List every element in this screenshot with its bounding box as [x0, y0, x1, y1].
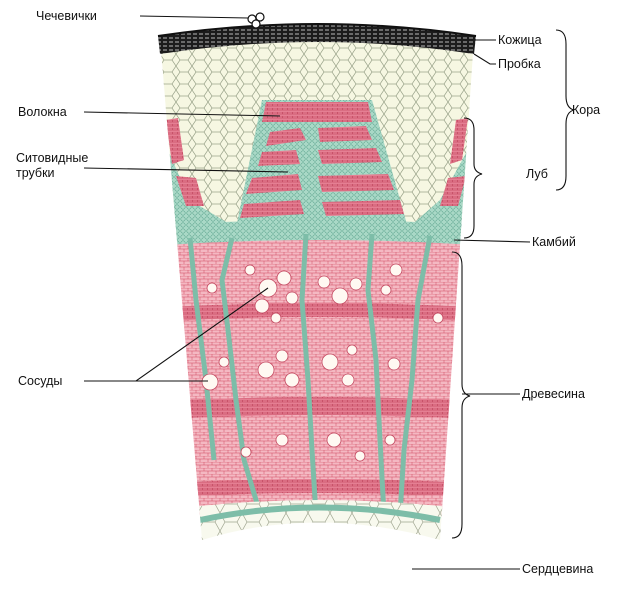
label-sieve-tubes-2: трубки — [16, 166, 55, 180]
label-sieve-tubes-1: Ситовидные — [16, 151, 88, 165]
label-pith: Сердцевина — [522, 562, 593, 576]
label-vessels: Сосуды — [18, 374, 62, 388]
pith-tissue — [150, 500, 490, 605]
label-bast: Луб — [526, 167, 548, 181]
label-wood: Древесина — [522, 387, 585, 401]
label-lenticels: Чечевички — [36, 9, 97, 23]
label-epidermis: Кожица — [498, 33, 542, 47]
label-cork: Пробка — [498, 57, 541, 71]
label-bark: Кора — [572, 103, 600, 117]
label-fibers: Волокна — [18, 105, 67, 119]
label-cambium: Камбий — [532, 235, 576, 249]
stem-wedge — [150, 30, 490, 605]
